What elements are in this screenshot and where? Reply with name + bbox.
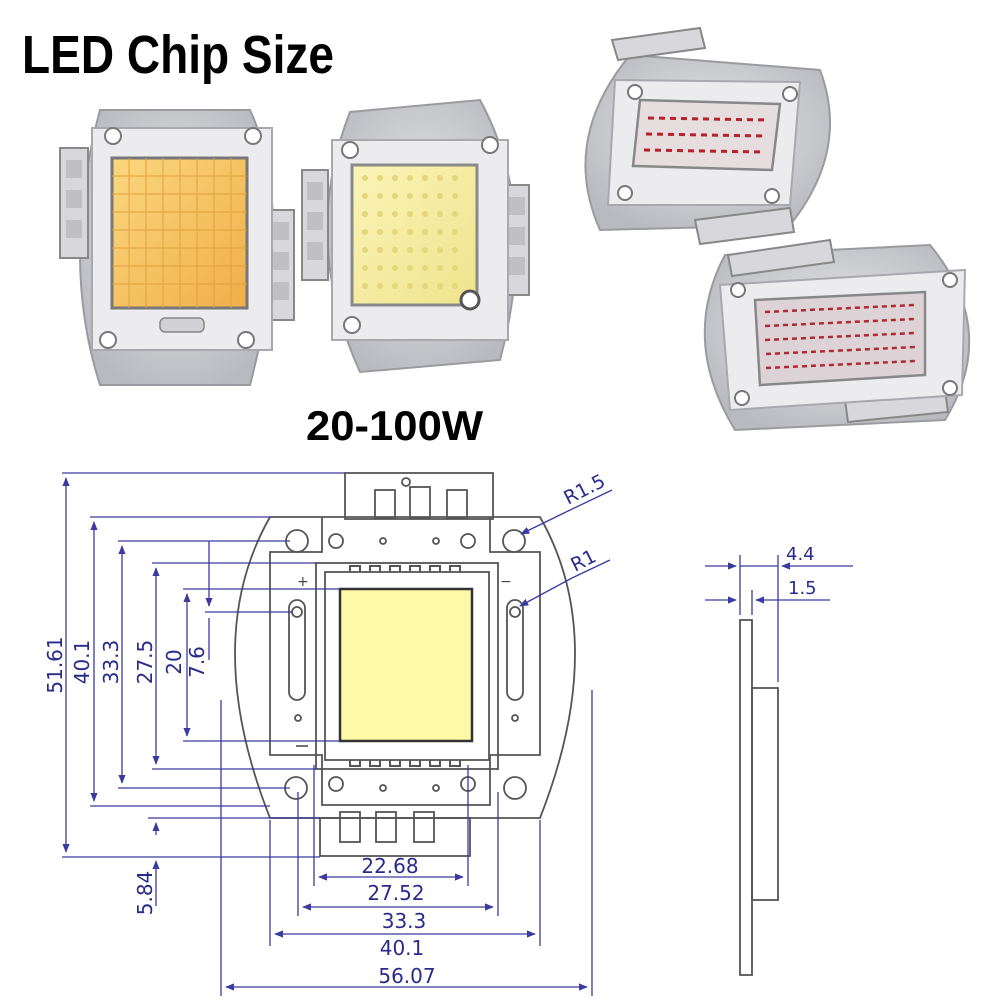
side-thickness-1-5: 1.5: [788, 578, 817, 599]
radius-callouts: [519, 489, 613, 607]
warm-white-led-chip-photo: [59, 109, 295, 386]
side-thickness-4-4: 4.4: [786, 544, 815, 565]
dim-height-40-1: 40.1: [70, 640, 94, 685]
emitter-frame-ticks: [349, 565, 461, 767]
dim-width-27-52: 27.52: [367, 881, 424, 905]
polarity-minus: −: [500, 574, 512, 590]
power-range-label: 20-100W: [306, 402, 483, 449]
dim-height-51-61: 51.61: [43, 636, 67, 693]
dim-height-33-3: 33.3: [99, 640, 123, 685]
vertical-dimensions: [62, 472, 345, 906]
dim-height-27-5: 27.5: [133, 640, 157, 685]
cool-white-led-chip-photo: [301, 98, 530, 374]
dim-tab-height-5-84: 5.84: [133, 871, 157, 916]
red-led-chip-flat-photo: [703, 238, 971, 432]
figure-title: LED Chip Size: [22, 25, 334, 85]
red-led-chip-angled-photo: [584, 26, 831, 246]
side-view-drawing: [739, 619, 779, 976]
horizontal-dimensions: [220, 690, 593, 996]
radius-r1-label: R1: [567, 545, 600, 576]
dim-height-20: 20: [162, 649, 186, 674]
front-view-drawing: [234, 472, 576, 857]
dim-width-40-1: 40.1: [380, 936, 425, 960]
dim-width-56-07: 56.07: [378, 964, 435, 988]
dim-width-33-3: 33.3: [382, 909, 427, 933]
dim-width-22-68: 22.68: [361, 854, 418, 878]
dim-height-7-6: 7.6: [185, 646, 209, 678]
polarity-plus: +: [297, 574, 309, 590]
side-view-dimensions: [705, 555, 853, 682]
led-emitter-area: [338, 587, 474, 743]
